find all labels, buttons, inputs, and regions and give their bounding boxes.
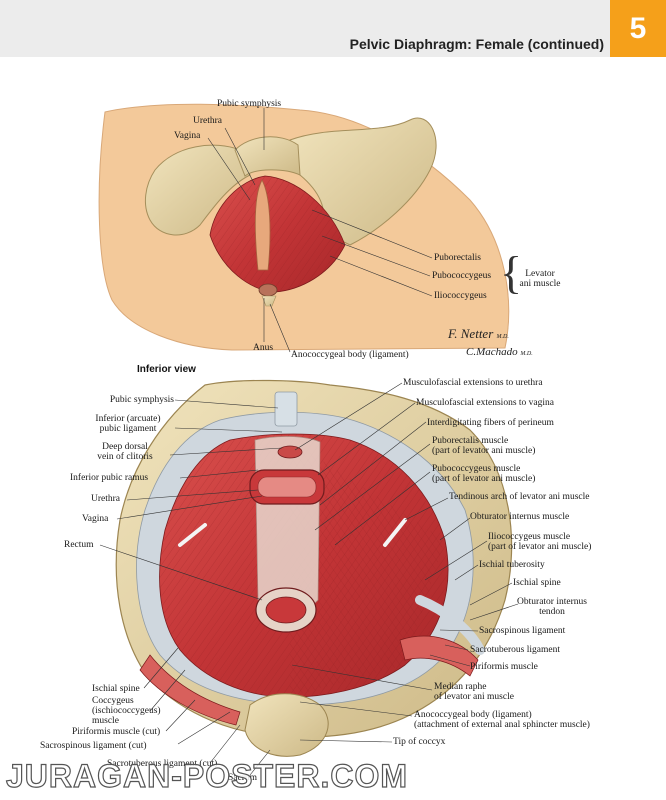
label-piriformis-cut: Piriformis muscle (cut) [72,727,161,737]
label-sacrotuberous-ligament: Sacrotuberous ligament [470,645,560,655]
label-deep-dorsal-vein: Deep dorsal vein of clitoris [80,442,170,462]
label-ischial-spine-right: Ischial spine [513,578,561,588]
label-anococcygeal-line1: Anococcygeal body (ligament) [414,710,532,720]
label-anococcygeal-body-inf: Anococcygeal body (ligament) (attachment… [414,710,590,730]
label-coccygeus-line1: Coccygeus [92,696,134,706]
label-pubic-symphysis-top: Pubic symphysis [217,99,282,109]
label-vagina-inf: Vagina [82,514,109,524]
label-anococcygeal-top: Anococcygeal body (ligament) [291,350,409,360]
label-musculofascial-vagina: Musculofascial extensions to vagina [416,398,554,408]
label-inferior-pubic-ligament-line2: pubic ligament [99,424,157,434]
signature-machado-name: C.Machado [466,346,518,358]
page-header [0,0,666,57]
label-inferior-pubic-ligament-line1: Inferior (arcuate) [95,414,161,424]
label-pubococcygeus-line2: (part of levator ani muscle) [432,474,536,484]
label-pubic-symphysis-inf: Pubic symphysis [109,395,174,405]
label-pubococcygeus-top: Pubococcygeus [432,271,492,281]
label-iliococcygeus-line1: Iliococcygeus muscle [488,532,571,542]
label-interdigitating-fibers: Interdigitating fibers of perineum [427,418,554,428]
signature-netter-name: F. Netter [448,326,494,341]
label-levator-ani-top: Levator ani muscle [515,269,565,289]
label-sacrum: Sacrum [228,773,258,783]
piriformis-muscle-right [399,635,479,677]
label-sacrotuberous-cut: Sacrotuberous ligament (cut) [107,759,218,769]
label-median-raphe-line2: of levator ani muscle [434,692,514,702]
label-levator-line2: ani muscle [519,279,561,289]
label-ischial-tuberosity: Ischial tuberosity [479,560,545,570]
top-anus [258,283,278,297]
label-deep-dorsal-vein-line1: Deep dorsal [102,442,148,452]
top-pubic-arch [234,136,301,177]
label-coccygeus-line2: (ischiococcygeus) [92,706,161,716]
label-puborectalis-top: Puborectalis [434,253,481,263]
label-anococcygeal-line2: (attachment of external anal sphincter m… [414,720,590,730]
label-deep-dorsal-vein-line2: vein of clitoris [97,452,153,462]
sacrotuberous-ligament [415,595,485,655]
coccygeus-muscle [139,654,241,726]
signature-machado: C.Machado M.D. [466,346,533,358]
label-puborectalis-muscle: Puborectalis muscle (part of levator ani… [432,436,535,456]
label-piriformis-muscle: Piriformis muscle [470,662,538,672]
inferior-right-leader-lines [291,382,519,743]
top-left-bone [144,144,251,236]
label-obturator-tendon-line2: tendon [539,607,565,617]
label-iliococcygeus-line2: (part of levator ani muscle) [488,542,592,552]
label-obturator-internus-muscle: Obturator internus muscle [470,512,570,522]
label-sacrospinous-ligament: Sacrospinous ligament [479,626,566,636]
watermark: JURAGAN-POSTER.COM [5,757,409,794]
label-tendinous-arch: Tendinous arch of levator ani muscle [449,492,590,502]
label-iliococcygeus-muscle: Iliococcygeus muscle (part of levator an… [488,532,591,552]
label-rectum-inf: Rectum [64,540,94,550]
label-coccygeus-line3: muscle [92,716,119,726]
label-pubococcygeus-line1: Pubococcygeus muscle [432,464,521,474]
label-obturator-tendon-line1: Obturator internus [517,597,587,607]
perineal-body [254,436,321,612]
label-urethra-inf: Urethra [91,494,121,504]
signature-netter: F. Netter M.D. [448,326,509,342]
label-median-raphe: Median raphe of levator ani muscle [434,682,514,702]
label-vagina-top: Vagina [174,131,201,141]
label-inferior-pubic-ramus: Inferior pubic ramus [70,473,149,483]
label-inferior-pubic-ligament: Inferior (arcuate) pubic ligament [80,414,176,434]
label-iliococcygeus-top: Iliococcygeus [434,291,487,301]
top-view-figure [98,103,510,351]
chapter-badge: 5 [610,0,666,57]
urethra-opening [277,445,303,459]
label-sacrospinous-cut: Sacrospinous ligament (cut) [40,741,147,751]
label-anus-top: Anus [253,343,274,353]
label-tip-of-coccyx: Tip of coccyx [393,737,446,747]
label-pubococcygeus-muscle: Pubococcygeus muscle (part of levator an… [432,464,535,484]
label-ischial-spine-left: Ischial spine [92,684,140,694]
inferior-view-figure [115,379,513,757]
label-puborectalis-line1: Puborectalis muscle [432,436,509,446]
pubic-symphysis [274,391,298,427]
sacrum-coccyx [244,693,329,757]
levator-brace: { [500,247,523,298]
label-obturator-internus-tendon: Obturator internus tendon [510,597,594,617]
label-puborectalis-line2: (part of levator ani muscle) [432,446,536,456]
top-leader-lines [207,108,433,353]
label-coccygeus-muscle: Coccygeus (ischiococcygeus) muscle [92,696,161,726]
inferior-view-title: Inferior view [137,364,196,375]
label-median-raphe-line1: Median raphe [434,682,487,692]
inferior-left-leader-lines [99,399,283,776]
signature-netter-degree: M.D. [496,334,509,340]
page-title: Pelvic Diaphragm: Female (continued) [349,36,604,52]
label-musculofascial-urethra: Musculofascial extensions to urethra [403,378,543,388]
top-vaginal-opening [254,179,271,271]
label-urethra-top: Urethra [193,116,223,126]
label-levator-line1: Levator [525,269,555,279]
signature-machado-degree: M.D. [520,351,533,357]
